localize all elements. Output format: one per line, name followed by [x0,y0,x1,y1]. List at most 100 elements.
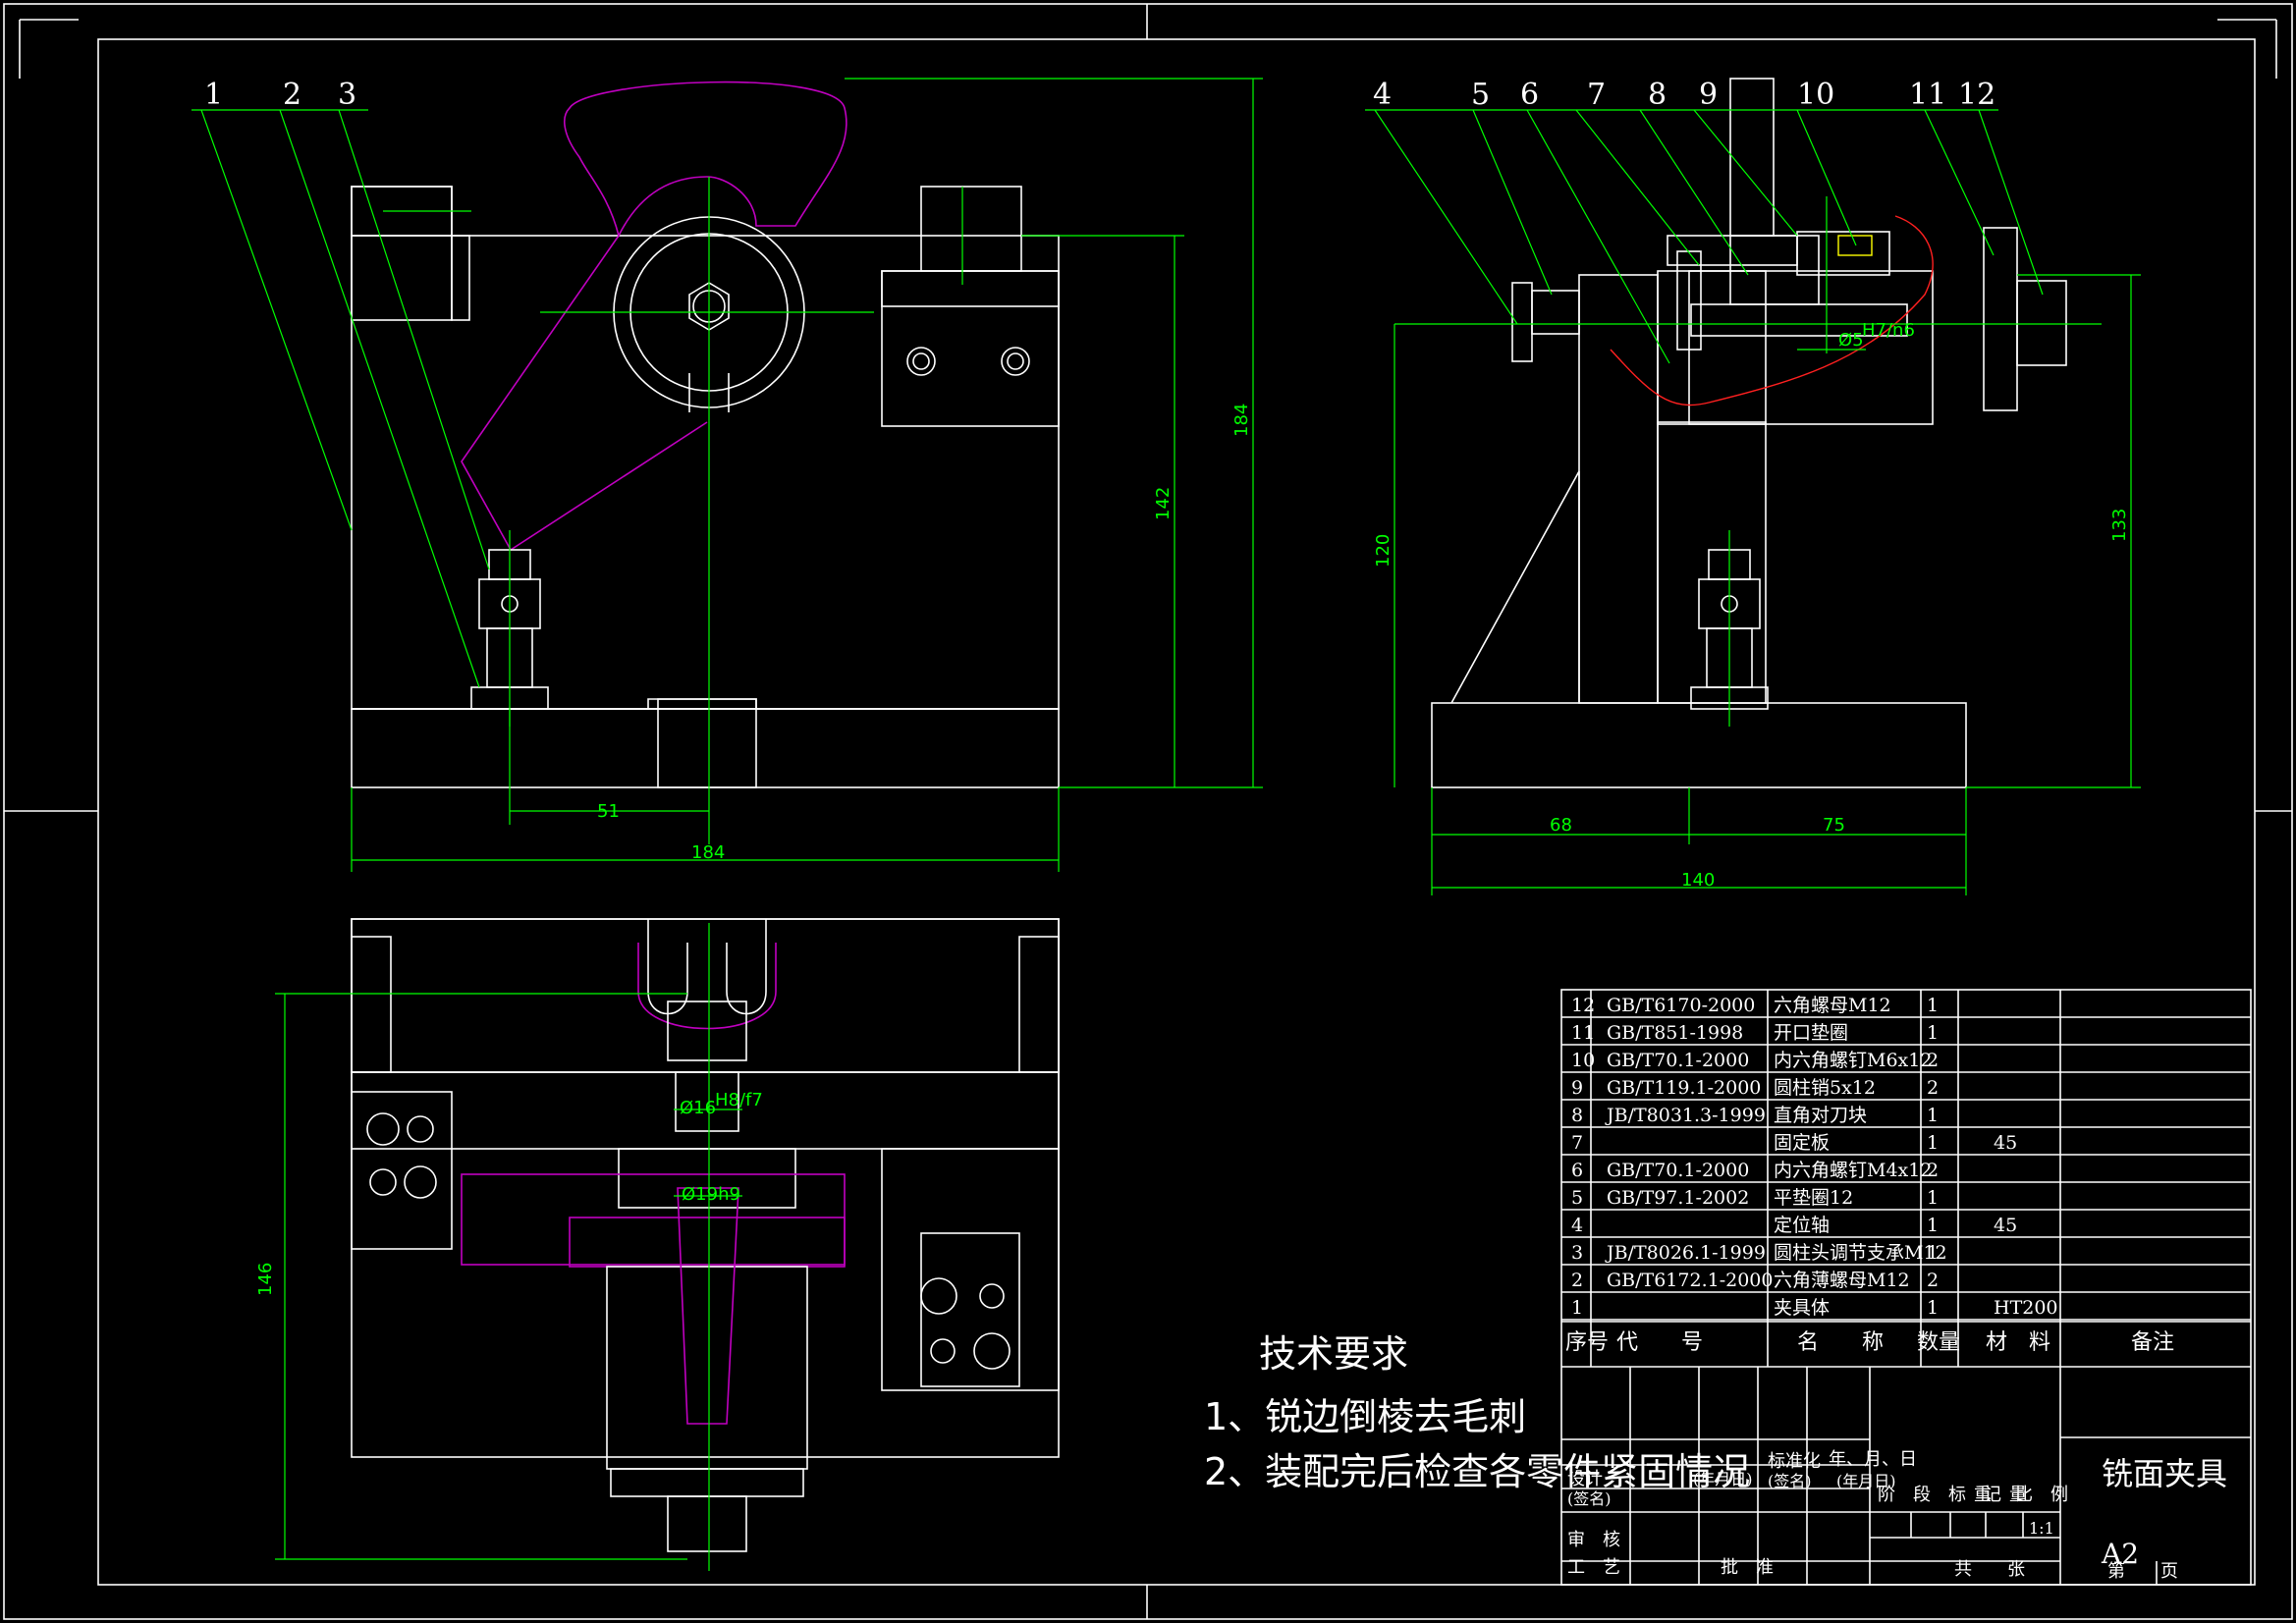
bom-cell-qty: 1 [1927,1187,1939,1209]
bom-cell-code: GB/T6172.1-2000 [1607,1270,1773,1291]
bom-cell-qty: 1 [1927,1242,1939,1264]
bom-cell-name: 六角薄螺母M12 [1774,1270,1910,1291]
bom-cell-no: 12 [1571,995,1595,1016]
tb-scale: 1:1 [2029,1519,2054,1538]
bom-cell-qty: 2 [1927,1270,1939,1291]
bom-cell-qty: 1 [1927,1215,1939,1236]
title-block: 设计 (签名) (年月日) 标准化 (签名) (年月日) 年、月、日 审 核 工… [1567,1449,2227,1582]
bom-cell-qty: 1 [1927,1297,1939,1319]
dim-front-51: 51 [597,801,620,822]
bom-cell-name: 夹具体 [1774,1297,1830,1319]
tb-drawing-name: 铣面夹具 [2102,1455,2227,1492]
leader-8: 8 [1648,78,1667,112]
bom-header-mat: 材 料 [1986,1330,2050,1355]
bom-header-no: 序号 [1565,1330,1609,1355]
tb-sheet: 第 页 [2107,1561,2178,1582]
bom-cell-qty: 1 [1927,1022,1939,1044]
bom-header-qty: 数量 [1917,1330,1960,1355]
bom-cell-name: 圆柱销5x12 [1774,1077,1876,1099]
leader-2: 2 [283,78,301,112]
tb-size: A2 [2101,1538,2139,1570]
tb-check: 审 核 [1567,1530,1620,1550]
tb-design: 设计 [1567,1469,1603,1489]
bom-row-lines [1561,1016,2251,1321]
leader-11: 11 [1909,78,1946,112]
bom-table-lines [1560,989,2252,1586]
drawing-frame [3,3,2293,1620]
bom-cell-qty: 2 [1927,1050,1939,1071]
bom-cell-name: 平垫圈12 [1774,1187,1853,1209]
bom-cell-qty: 1 [1927,1132,1939,1154]
leader-4: 4 [1373,78,1392,112]
tb-std-sig: (签名) [1768,1472,1812,1490]
dim-side-133: 133 [2109,509,2130,542]
tb-ymd: 年、月、日 [1829,1449,1917,1470]
dim-top-d16-tol: H8/f7 [715,1090,763,1110]
bom-header-code: 代 号 [1616,1330,1703,1355]
leader-5: 5 [1471,78,1490,112]
bom-cell-no: 7 [1571,1132,1583,1154]
leader-lines [191,109,2044,688]
dim-top-146: 146 [255,1263,276,1296]
tech-requirement-2: 2、装配完后检查各零件紧固情况 [1204,1450,1751,1493]
tb-design-sig: (签名) [1567,1489,1612,1508]
tb-date1: (年月日) [1693,1470,1753,1488]
tb-weight: 重 量 [1974,1485,2027,1505]
tb-total: 共 张 [1954,1559,2025,1580]
tb-approve: 批 准 [1721,1557,1774,1578]
bom-cell-name: 圆柱头调节支承M12 [1774,1242,1947,1264]
tb-stage: 阶 段 标 记 [1878,1485,2001,1505]
bom-header-name: 名 称 [1797,1330,1884,1355]
bom-cell-code: JB/T8026.1-1999 [1605,1242,1766,1264]
bom-cell-no: 3 [1571,1242,1583,1264]
front-view [351,78,1263,872]
bom-header: 序号 代 号 名 称 数量 材 料 备注 [1565,1330,2174,1355]
dim-side-68: 68 [1550,815,1572,836]
bom-cell-qty: 1 [1927,1105,1939,1126]
dim-front-142: 142 [1153,487,1174,520]
bom-cell-no: 11 [1571,1022,1595,1044]
dim-front-184-h: 184 [691,842,725,863]
side-view [1394,78,2141,895]
dim-side-75: 75 [1823,815,1845,836]
bom-cell-no: 9 [1571,1077,1583,1099]
leader-10: 10 [1797,78,1834,112]
bom-cell-name: 固定板 [1774,1132,1830,1154]
dim-side-120: 120 [1373,534,1394,568]
bom-cell-name: 定位轴 [1774,1215,1830,1236]
leader-numbers: 1 2 3 4 5 6 7 8 9 10 11 12 [204,78,1995,112]
leader-12: 12 [1958,78,1995,112]
tb-date2: (年月日) [1836,1472,1896,1490]
dim-side-fit: Ø5 [1838,330,1864,351]
bom-cell-no: 5 [1571,1187,1583,1209]
top-view [275,918,1060,1571]
dim-top-d19: Ø19h9 [682,1184,740,1205]
dim-side-140: 140 [1681,870,1715,891]
bom-cell-name: 开口垫圈 [1774,1022,1848,1044]
dim-top-d16: Ø16 [680,1098,716,1118]
bom-cell-name: 直角对刀块 [1774,1105,1867,1126]
bom-cell-no: 2 [1571,1270,1583,1291]
bom-cell-material: 45 [1994,1132,2017,1154]
bom-cell-code: GB/T70.1-2000 [1607,1160,1749,1181]
leader-7: 7 [1587,78,1606,112]
leader-9: 9 [1699,78,1718,112]
tech-requirement-1: 1、锐边倒棱去毛刺 [1204,1395,1527,1438]
tb-scale-label: 比 例 [2015,1485,2068,1505]
bom-cell-name: 内六角螺钉M6x12 [1774,1050,1932,1071]
bom-cell-no: 6 [1571,1160,1583,1181]
tech-requirements-title: 技术要求 [1259,1332,1409,1376]
leader-6: 6 [1520,78,1539,112]
bom-cell-no: 1 [1571,1297,1583,1319]
bom-cell-code: GB/T6170-2000 [1607,995,1755,1016]
bom-cell-qty: 2 [1927,1160,1939,1181]
bom-cell-code: JB/T8031.3-1999 [1605,1105,1766,1126]
bom-cell-qty: 1 [1927,995,1939,1016]
tb-process: 工 艺 [1567,1557,1620,1578]
bom-cell-material: HT200 [1994,1297,2058,1319]
bom-cell-code: GB/T97.1-2002 [1607,1187,1749,1209]
dimension-texts: 184 142 51 184 120 133 68 75 140 Ø5 H7/n… [255,320,2130,1296]
tb-std: 标准化 [1768,1451,1821,1472]
